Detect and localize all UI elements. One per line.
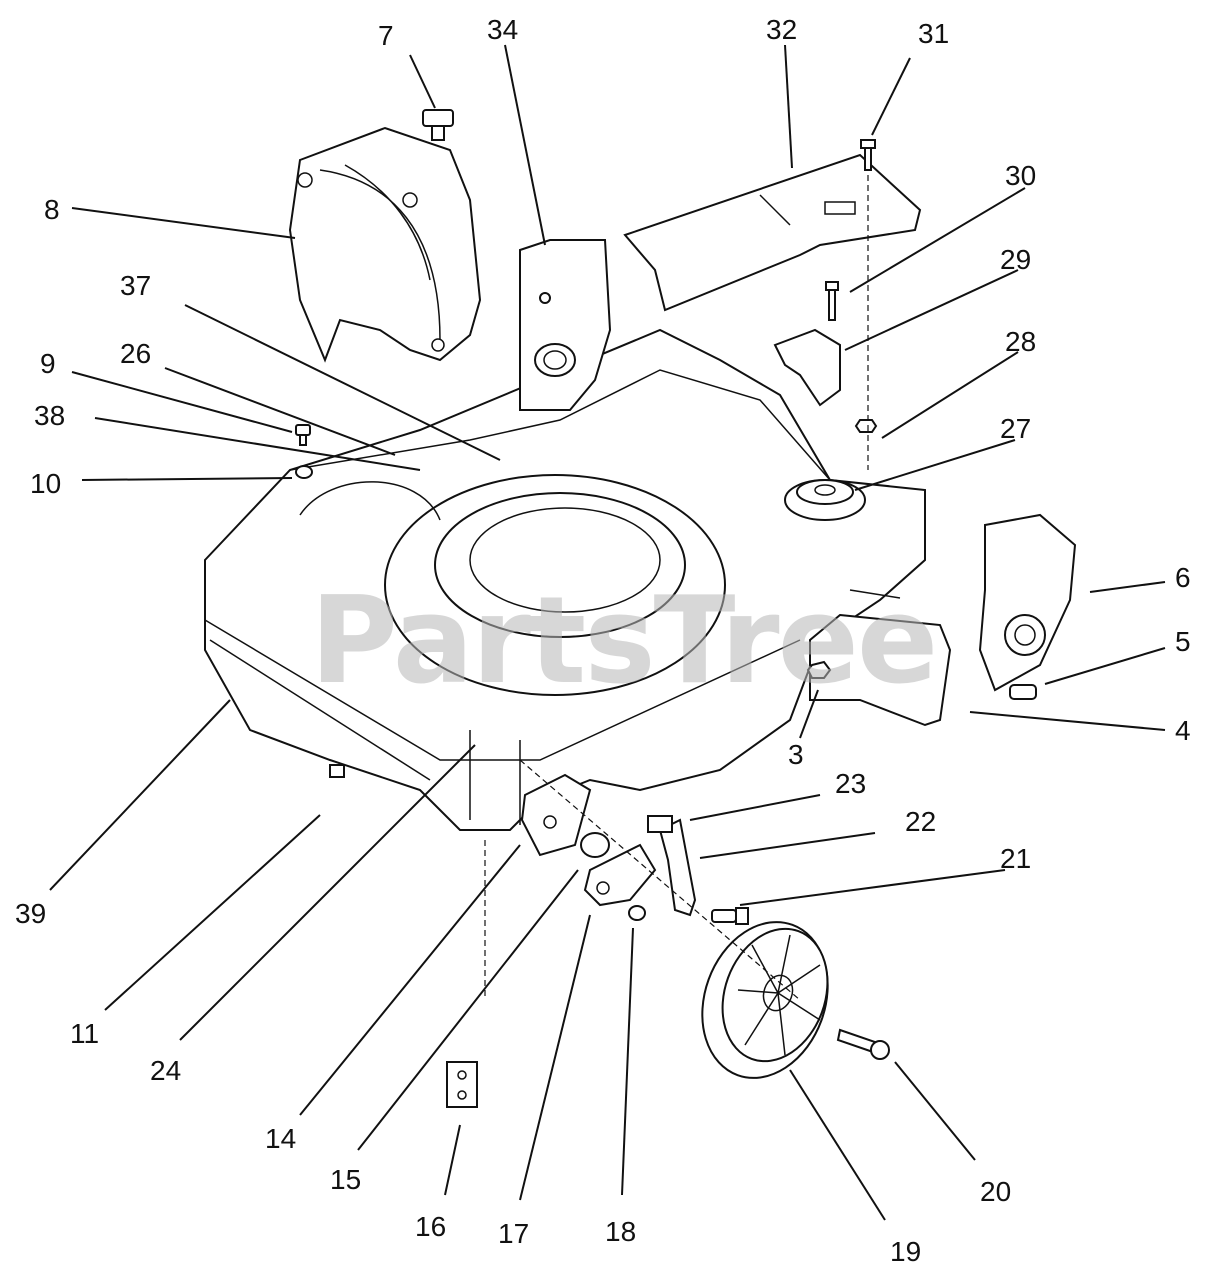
callout-28: 28: [1005, 326, 1037, 357]
callout-19: 19: [890, 1236, 922, 1267]
adjuster-plate-part-14: [520, 773, 592, 857]
callout-34: 34: [487, 14, 519, 45]
callout-21: 21: [1000, 843, 1032, 874]
callout-37: 37: [120, 270, 152, 301]
pulley-part-27: [784, 479, 866, 521]
nut-part-28: [854, 419, 878, 433]
bracket-part-29: [773, 328, 841, 407]
callout-27: 27: [1000, 413, 1032, 444]
callout-17: 17: [498, 1218, 530, 1249]
wheel-part-19: [701, 921, 829, 1079]
clip-part-11: [329, 764, 345, 778]
rear-chute-part-8: [288, 126, 482, 363]
callout-39: 39: [15, 898, 47, 929]
callout-24: 24: [150, 1055, 182, 1086]
callout-26: 26: [120, 338, 152, 369]
leader-lines: [49, 44, 1166, 1221]
washer-part-15: [580, 832, 610, 858]
callout-38: 38: [34, 400, 66, 431]
callout-14: 14: [265, 1123, 297, 1154]
callout-6: 6: [1175, 562, 1191, 593]
callout-8: 8: [44, 194, 60, 225]
callout-31: 31: [918, 18, 950, 49]
screw-part-9: [295, 424, 311, 446]
knob-part-7: [422, 109, 454, 141]
callout-29: 29: [1000, 244, 1032, 275]
callout-18: 18: [605, 1216, 637, 1247]
side-plate-part-6: [978, 513, 1077, 692]
side-plate-part-34: [519, 239, 612, 411]
callout-30: 30: [1005, 160, 1037, 191]
callout-22: 22: [905, 806, 937, 837]
spring-part-22: [658, 818, 697, 917]
callout-10: 10: [30, 468, 62, 499]
pad-part-16: [446, 1061, 478, 1108]
callout-16: 16: [415, 1211, 447, 1242]
bolt-part-20: [836, 1028, 890, 1060]
callout-23: 23: [835, 768, 867, 799]
callout-11: 11: [70, 1018, 100, 1049]
callout-9: 9: [40, 348, 56, 379]
clip-part-23: [647, 815, 673, 833]
washer-part-18: [628, 905, 646, 921]
rear-guard-part-32: [623, 153, 922, 312]
nut-part-3: [806, 660, 832, 679]
callout-4: 4: [1175, 715, 1191, 746]
callout-3: 3: [788, 739, 804, 770]
axle-bracket-part-4: [809, 589, 952, 727]
callout-7: 7: [378, 20, 394, 51]
callout-20: 20: [980, 1176, 1012, 1207]
bolt-part-21: [711, 907, 749, 925]
callout-15: 15: [330, 1164, 362, 1195]
washer-part-10: [295, 465, 313, 479]
bolt-part-30: [825, 281, 839, 321]
callout-5: 5: [1175, 626, 1191, 657]
mower-deck: [204, 328, 926, 831]
bolt-part-5: [1009, 684, 1037, 700]
callout-32: 32: [766, 14, 798, 45]
bolt-part-31: [860, 139, 876, 171]
